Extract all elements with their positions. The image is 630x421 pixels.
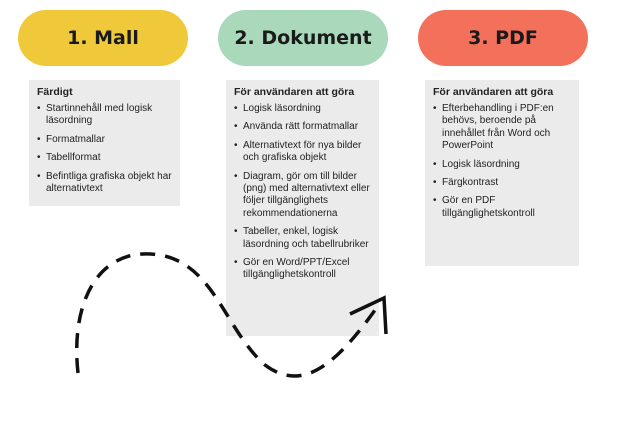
step-3-title: 3. PDF (468, 27, 538, 49)
list-item: Befintliga grafiska objekt har alternati… (37, 171, 172, 196)
step-1-pill: 1. Mall (18, 10, 188, 66)
step-2-pill: 2. Dokument (218, 10, 388, 66)
list-item: Efterbehandling i PDF:en behövs, beroend… (433, 103, 571, 153)
list-item: Formatmallar (37, 134, 172, 147)
step-2-card-heading: För användaren att göra (234, 86, 355, 98)
list-item: Använda rätt formatmallar (234, 121, 371, 134)
step-1-card: Färdigt Startinnehåll med logisk läsordn… (29, 80, 180, 206)
step-3-pill: 3. PDF (418, 10, 588, 66)
step-2-card: För användaren att göra Logisk läsordnin… (226, 80, 379, 336)
arrowhead (349, 295, 388, 335)
step-1-title: 1. Mall (67, 27, 139, 49)
list-item: Tabellformat (37, 152, 172, 165)
step-2-list: Logisk läsordning Använda rätt formatmal… (234, 103, 371, 282)
list-item: Logisk läsordning (433, 159, 571, 172)
list-item: Startinnehåll med logisk läsordning (37, 103, 172, 128)
arrow-path (75, 252, 382, 378)
step-3-card-heading: För användaren att göra (433, 86, 554, 98)
list-item: Diagram, gör om till bilder (png) med al… (234, 171, 371, 221)
list-item: Färgkontrast (433, 177, 571, 190)
list-item: Gör en PDF tillgänglighetskontroll (433, 195, 571, 220)
list-item: Logisk läsordning (234, 103, 371, 116)
step-3-card: För användaren att göra Efterbehandling … (425, 80, 579, 266)
step-1-list: Startinnehåll med logisk läsordning Form… (37, 103, 172, 195)
step-2-title: 2. Dokument (234, 27, 372, 49)
step-1-card-heading: Färdigt (37, 86, 73, 98)
list-item: Alternativtext för nya bilder och grafis… (234, 140, 371, 165)
list-item: Gör en Word/PPT/Excel tillgänglighetskon… (234, 257, 371, 282)
step-3-list: Efterbehandling i PDF:en behövs, beroend… (433, 103, 571, 220)
list-item: Tabeller, enkel, logisk läsordning och t… (234, 226, 371, 251)
